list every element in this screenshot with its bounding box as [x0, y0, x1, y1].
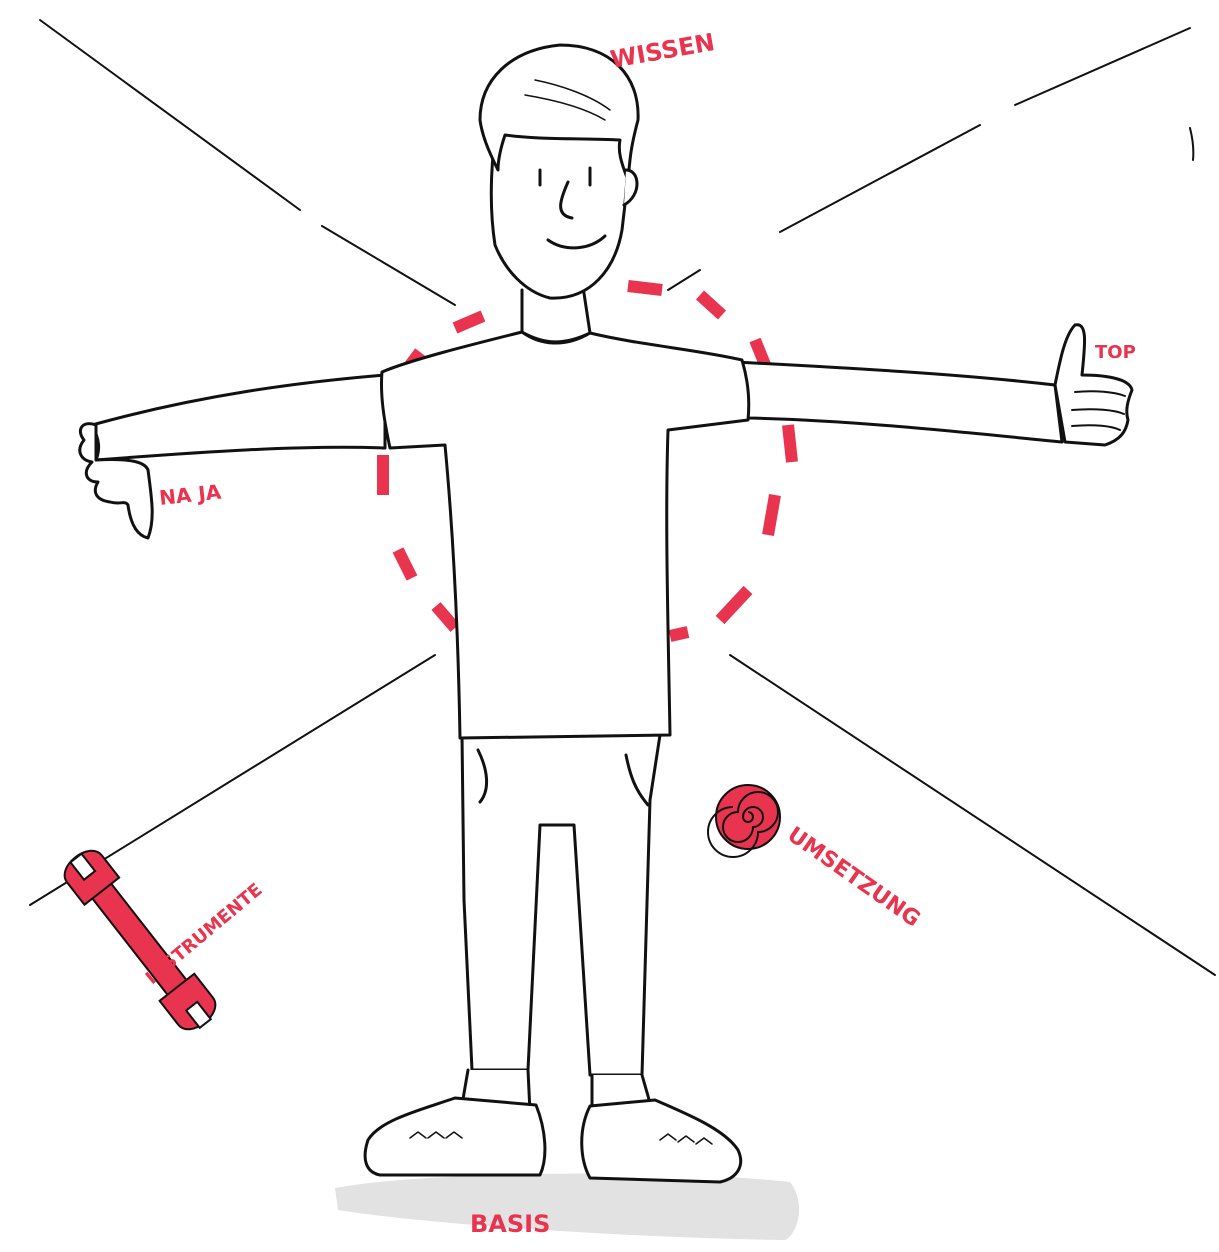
spiral-icon — [708, 785, 780, 857]
label-umsetzung: UMSETZUNG — [783, 822, 925, 932]
label-basis: BASIS — [470, 1210, 550, 1238]
radial-line-top-right — [1015, 28, 1190, 105]
edge-mark-right — [1190, 128, 1193, 160]
radial-line-bottom-right — [730, 655, 1215, 975]
radial-line-top-right-inner — [668, 270, 700, 290]
shoe-right — [582, 1100, 741, 1182]
shoe-left — [365, 1098, 545, 1175]
radial-line-top-right-mid — [780, 125, 980, 232]
label-top: TOP — [1095, 342, 1136, 363]
label-naja: NA JA — [158, 480, 223, 510]
t-shirt — [381, 332, 748, 738]
ground-shadow — [335, 1173, 799, 1240]
arm-left — [92, 375, 385, 460]
ear-right — [624, 170, 637, 205]
radial-line-top-left — [40, 20, 300, 210]
label-instrumente: INSTRUMENTE — [142, 879, 267, 989]
person-figure — [80, 45, 1132, 1182]
trousers — [462, 735, 660, 1075]
radial-line-top-left-inner — [322, 226, 455, 305]
label-wissen: WISSEN — [608, 28, 717, 74]
